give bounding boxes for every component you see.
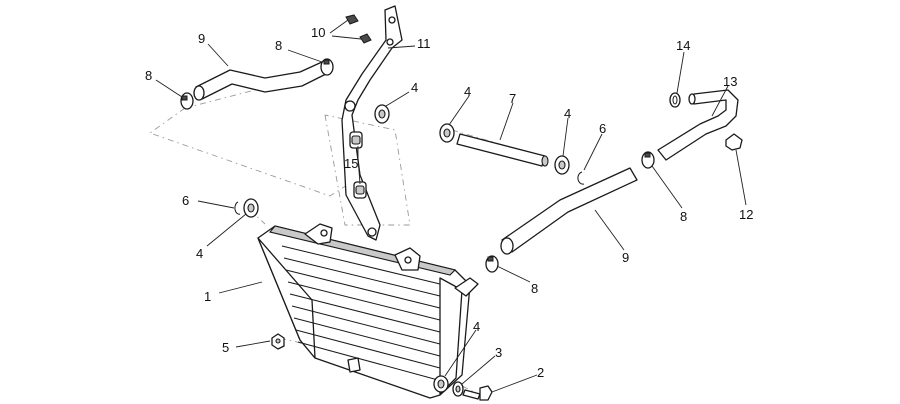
bushing-4-tube-left[interactable] (439, 123, 455, 143)
callout-2: 2 (537, 365, 544, 380)
callout-1: 1 (204, 289, 211, 304)
bushing-4-tube-right[interactable] (554, 155, 570, 175)
hose-clamp-8-left[interactable] (180, 92, 194, 110)
radiator-fins (281, 245, 441, 381)
callout-11: 11 (417, 36, 431, 51)
callout-8-upper: 8 (275, 38, 282, 53)
callout-7: 7 (509, 91, 516, 106)
callout-3: 3 (495, 345, 502, 360)
mounting-bracket[interactable] (341, 5, 403, 241)
callout-8-right: 8 (680, 209, 687, 224)
callout-6-right: 6 (599, 121, 606, 136)
bushing-4-bracket[interactable] (374, 104, 390, 124)
callout-4-bracket: 4 (411, 80, 418, 95)
hose-clamp-8-right[interactable] (641, 151, 655, 169)
callout-5: 5 (222, 340, 229, 355)
o-ring-14[interactable] (669, 92, 681, 108)
bushing-4-bottom[interactable] (433, 375, 449, 393)
hose-9-upper[interactable] (193, 61, 327, 101)
grommet-15-lower[interactable] (353, 181, 367, 199)
nut-5[interactable] (271, 333, 285, 350)
washer-3[interactable] (452, 381, 464, 397)
bolt-2[interactable] (462, 385, 493, 401)
callout-6-left: 6 (182, 193, 189, 208)
callout-labels: 9 8 8 10 11 4 15 4 7 4 6 14 13 12 8 9 8 … (145, 25, 753, 380)
callout-4-tube-right: 4 (564, 106, 571, 121)
hose-9-lower[interactable] (500, 167, 638, 255)
callout-14: 14 (676, 38, 690, 53)
callout-9-upper: 9 (198, 31, 205, 46)
callout-4-left: 4 (196, 246, 203, 261)
callout-10: 10 (311, 25, 325, 40)
grommet-15-upper[interactable] (349, 131, 363, 149)
callout-8-middle: 8 (531, 281, 538, 296)
screw-10-lower[interactable] (359, 33, 372, 44)
callout-8-left: 8 (145, 68, 152, 83)
callout-4-tube-left: 4 (464, 84, 471, 99)
oil-cooler-radiator[interactable] (257, 223, 479, 399)
bolt-12[interactable] (725, 133, 743, 151)
spacer-tube-7[interactable] (456, 133, 549, 167)
circlip-6-left[interactable] (234, 201, 241, 215)
hose-clamp-8-middle[interactable] (485, 255, 499, 273)
callout-13: 13 (723, 74, 737, 89)
callout-15: 15 (344, 156, 358, 171)
pipe-13[interactable] (657, 89, 739, 161)
callout-12: 12 (739, 207, 753, 222)
screw-10-upper[interactable] (345, 14, 359, 25)
circlip-6-right[interactable] (577, 171, 585, 185)
bushing-4-left[interactable] (243, 198, 259, 218)
leader-lines (155, 19, 747, 393)
hose-clamp-8-upper[interactable] (320, 58, 334, 76)
callout-9-lower: 9 (622, 250, 629, 265)
callout-4-bottom: 4 (473, 319, 480, 334)
